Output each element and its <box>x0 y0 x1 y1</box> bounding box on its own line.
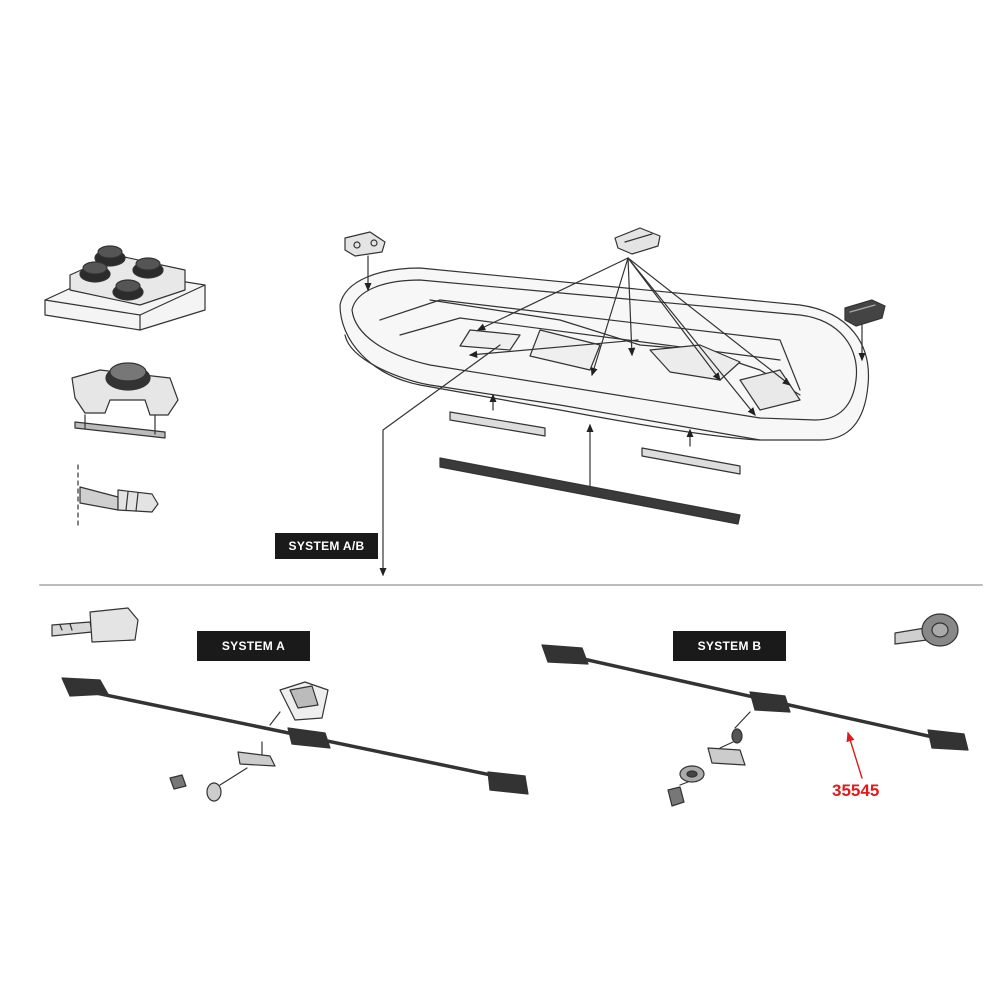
system-b-label: SYSTEM B <box>673 631 786 661</box>
system-a-label: SYSTEM A <box>197 631 310 661</box>
clamp-icon <box>71 362 179 439</box>
system-a-rod <box>61 677 529 795</box>
roof-box-shell <box>339 267 870 441</box>
hinge-left-icon <box>344 231 386 257</box>
system-ab-label: SYSTEM A/B <box>275 533 378 559</box>
system-a-lock-housing <box>279 681 329 721</box>
mount-kit-icon <box>44 245 206 331</box>
key-a-icon <box>51 607 139 643</box>
lock-bracket-right-icon <box>844 299 886 327</box>
part-number-callout: 35545 <box>832 781 880 800</box>
system-b-rod <box>541 644 969 751</box>
hinge-center-icon <box>614 227 661 255</box>
system-b-bolt-stack <box>667 728 746 807</box>
key-b-icon <box>894 613 959 647</box>
system-a-cap <box>206 782 222 802</box>
short-rail-right <box>641 447 741 475</box>
system-a-latch <box>237 741 276 767</box>
long-rail <box>439 457 741 525</box>
system-a-nut <box>169 774 187 790</box>
strap-icon <box>77 464 159 526</box>
short-rail-left <box>449 411 546 437</box>
part-callout-arrow <box>846 731 863 779</box>
